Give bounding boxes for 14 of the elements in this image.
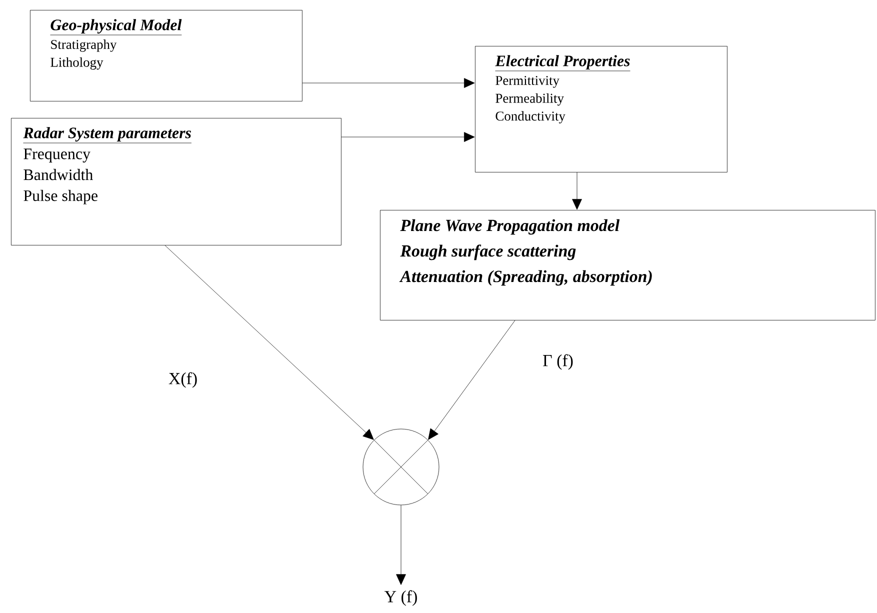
arrow [396,505,406,585]
output-label: Y (f) [384,590,417,606]
text-box: Geo-physical Model Stratigraphy Lithology [30,10,302,102]
text-box: Electrical Properties Permittivity Permeability Conductivity [475,46,728,172]
arrow [341,132,475,142]
arrow [302,78,475,88]
text-box: Radar System parameters Frequency Bandwidth Pulse shape [11,118,342,246]
arrow [428,320,516,440]
edge-label: X(f) [166,370,200,390]
multiplier-circle [362,428,440,506]
text-box: Plane Wave Propagation model Rough surface scattering Attenuation (Spreading, absorption) [380,210,876,320]
arrow [572,172,582,210]
edge-label: Γ (f) [540,352,576,372]
arrow [164,245,374,440]
